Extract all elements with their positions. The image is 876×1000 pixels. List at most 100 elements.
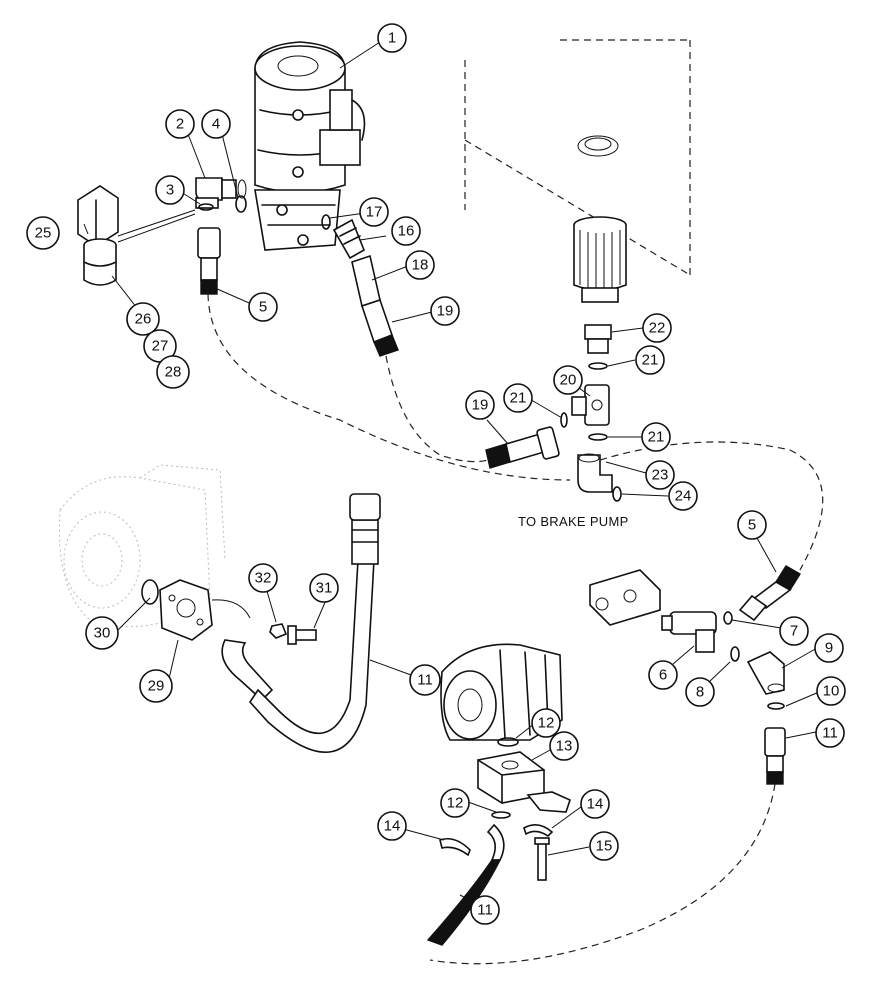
- o-ring-21c: [588, 433, 608, 441]
- callout-11c: 11: [470, 895, 500, 925]
- callout-2: 2: [165, 109, 195, 139]
- manifold-13: [477, 751, 545, 804]
- o-ring-10: [767, 702, 785, 710]
- svg-text:11: 11: [417, 672, 433, 689]
- filter-element: [573, 216, 627, 303]
- callout-5a: 5: [248, 292, 278, 322]
- callout-21c: 21: [641, 422, 671, 452]
- tee-fitting-6: [661, 611, 717, 653]
- svg-text:28: 28: [165, 364, 182, 381]
- callout-19a: 19: [430, 296, 460, 326]
- o-ring-8: [730, 646, 740, 662]
- elbow-fitting-2: [195, 177, 247, 209]
- hose-11-right: [429, 727, 786, 965]
- electric-motor-pump: [254, 41, 366, 251]
- svg-text:5: 5: [748, 517, 756, 534]
- callout-27: 27: [143, 329, 177, 363]
- note-to-brake-pump: TO BRAKE PUMP: [518, 514, 629, 529]
- callout-24: 24: [668, 481, 698, 511]
- callout-25: 25: [26, 216, 60, 250]
- filler-cap: [577, 135, 619, 157]
- fitting-26: [83, 238, 117, 286]
- bolt-15: [534, 837, 550, 881]
- svg-text:7: 7: [790, 623, 798, 640]
- elbow-fitting-23: [577, 453, 613, 493]
- svg-text:6: 6: [659, 667, 667, 684]
- callout-13: 13: [549, 731, 579, 761]
- nut-32: [269, 623, 288, 639]
- callout-12a: 12: [531, 708, 561, 738]
- callouts: 1 2 3 4 5 5 6 7 8 9 10 11 11 11 12 12 13…: [26, 23, 846, 925]
- callout-20: 20: [553, 365, 583, 395]
- svg-text:21: 21: [648, 429, 665, 446]
- callout-7: 7: [779, 616, 809, 646]
- svg-text:26: 26: [135, 311, 152, 328]
- callout-21a: 21: [635, 345, 665, 375]
- leader-lines-25: [117, 209, 196, 243]
- elbow-fitting-16: [332, 218, 366, 260]
- o-ring-21a: [588, 362, 608, 370]
- callout-1: 1: [377, 23, 407, 53]
- clamp-14-right: [523, 824, 554, 838]
- svg-text:5: 5: [259, 299, 267, 316]
- callout-22: 22: [642, 313, 672, 343]
- tank-outline: [464, 39, 691, 280]
- callout-12b: 12: [440, 788, 470, 818]
- svg-text:14: 14: [384, 818, 401, 835]
- svg-text:4: 4: [212, 116, 220, 133]
- callout-28: 28: [156, 355, 190, 389]
- svg-text:29: 29: [148, 678, 165, 695]
- callout-10: 10: [816, 676, 846, 706]
- callout-18: 18: [405, 250, 435, 280]
- left-pump-ghost: [58, 464, 226, 628]
- callout-26: 26: [126, 302, 160, 336]
- svg-text:32: 32: [255, 570, 272, 587]
- valve-block: [589, 569, 661, 626]
- callout-30: 30: [85, 616, 119, 650]
- svg-text:31: 31: [316, 580, 333, 597]
- callout-29: 29: [139, 669, 173, 703]
- o-ring-30: [141, 579, 159, 605]
- svg-text:19: 19: [437, 303, 454, 320]
- callout-11a: 11: [409, 664, 441, 696]
- svg-text:12: 12: [538, 715, 555, 732]
- svg-text:8: 8: [696, 684, 704, 701]
- hose-5-right: [738, 565, 801, 622]
- svg-text:1: 1: [388, 30, 396, 47]
- svg-text:19: 19: [472, 397, 489, 414]
- o-ring-21b: [560, 412, 568, 428]
- svg-text:18: 18: [412, 257, 429, 274]
- hose-11-center: [221, 493, 381, 753]
- callout-11b: 11: [815, 718, 845, 748]
- flange-29: [159, 579, 213, 641]
- callout-16: 16: [391, 216, 421, 246]
- hose-11-bottom: [426, 823, 505, 946]
- callout-17: 17: [359, 197, 389, 227]
- callout-23: 23: [645, 460, 675, 490]
- hose-end-19: [485, 426, 560, 469]
- svg-text:2: 2: [176, 116, 184, 133]
- callout-14a: 14: [377, 811, 407, 841]
- center-pump: [440, 643, 563, 741]
- svg-text:11: 11: [477, 902, 493, 919]
- o-ring-24: [612, 486, 622, 502]
- callout-21b: 21: [503, 383, 533, 413]
- svg-text:25: 25: [35, 225, 52, 242]
- hose-fitting-18: [351, 254, 399, 357]
- hose-19-line: [385, 355, 489, 463]
- elbow-fitting-9: [746, 651, 785, 695]
- svg-text:27: 27: [152, 338, 169, 355]
- svg-text:24: 24: [675, 488, 692, 505]
- o-ring-12a: [497, 737, 519, 747]
- svg-text:10: 10: [823, 683, 840, 700]
- svg-text:30: 30: [94, 625, 111, 642]
- svg-text:3: 3: [166, 182, 174, 199]
- callout-31: 31: [309, 573, 339, 603]
- leader-lines: [83, 41, 820, 908]
- hose-5-left: [197, 227, 571, 481]
- svg-text:21: 21: [642, 352, 659, 369]
- hose-5-right-line: [599, 441, 824, 571]
- callout-19b: 19: [465, 390, 495, 420]
- svg-text:14: 14: [587, 796, 604, 813]
